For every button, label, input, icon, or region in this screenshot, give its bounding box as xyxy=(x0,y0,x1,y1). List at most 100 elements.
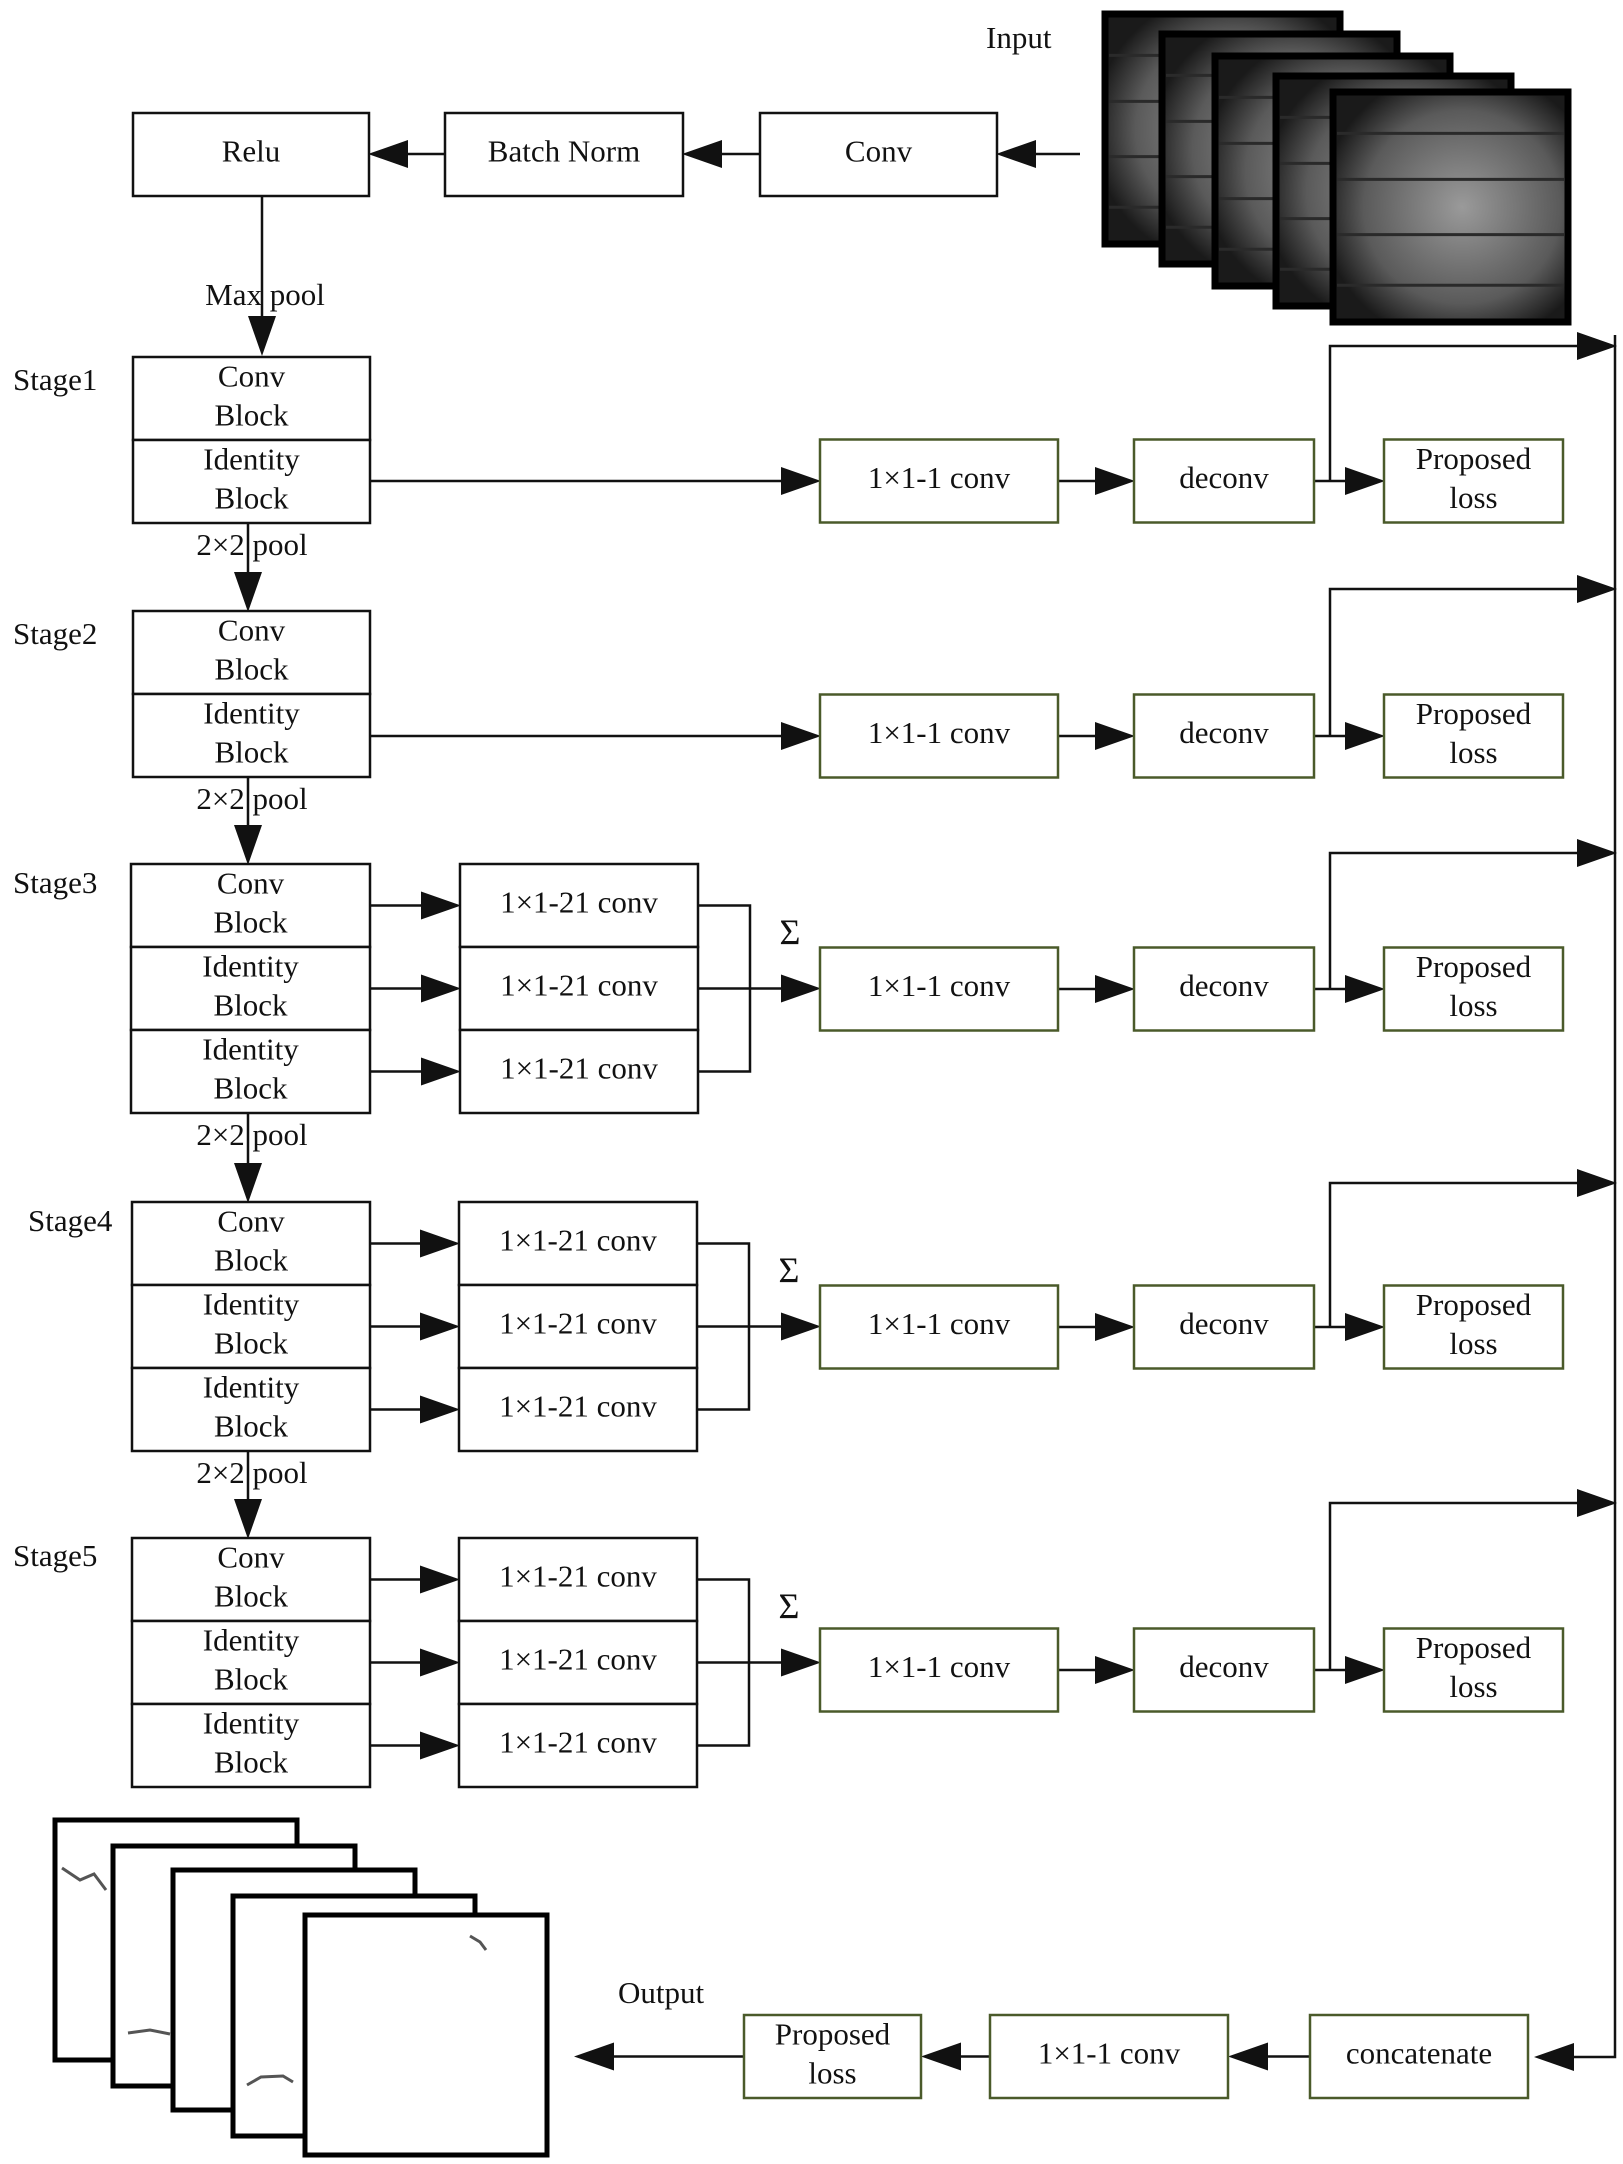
stage1-proposed-loss-label-line1: Proposed xyxy=(1416,441,1532,476)
stage1-proposed-loss xyxy=(1382,438,1565,524)
fusion-proposed-loss-box xyxy=(742,2013,923,2100)
stage4-conv21-1-label: 1×1-21 conv xyxy=(499,1223,657,1258)
max-pool-label: Max pool xyxy=(205,277,325,312)
fusion-conv1x1-box-label: 1×1-1 conv xyxy=(1038,2036,1181,2071)
batch-norm-box-label: Batch Norm xyxy=(488,134,640,169)
stage3-conv21-3-label: 1×1-21 conv xyxy=(500,1051,658,1086)
stage5-proposed-loss xyxy=(1382,1627,1565,1713)
stage1-conv-block-label-line2: Block xyxy=(214,398,289,433)
stage5-label: Stage5 xyxy=(13,1538,97,1573)
stage3-conv1x1 xyxy=(818,946,1060,1032)
concatenate-box xyxy=(1308,2013,1530,2100)
stage3-identity-block-2 xyxy=(129,1028,372,1115)
stage3-arrow-to-collector xyxy=(1328,839,1617,989)
stage5-conv1x1 xyxy=(818,1627,1060,1713)
stage4-conv21-2-label: 1×1-21 conv xyxy=(499,1306,657,1341)
stage3-deconv xyxy=(1132,946,1316,1032)
output-image-5 xyxy=(302,1912,550,2158)
stage4-identity-block-1-label-line1: Identity xyxy=(203,1287,300,1322)
stage4-conv1x1-label: 1×1-1 conv xyxy=(868,1306,1011,1341)
stage4-conv-block-label-line2: Block xyxy=(214,1243,289,1278)
stage1-identity-block-1-label-line2: Block xyxy=(214,481,289,516)
stage3-conv21-1-label: 1×1-21 conv xyxy=(500,885,658,920)
stage2-pool-label: 2×2 pool xyxy=(196,781,307,816)
stage5-identity-block-2-label-line2: Block xyxy=(214,1745,289,1780)
output-crack-4 xyxy=(469,1934,488,1951)
stage1-conv-block-label-line1: Conv xyxy=(218,359,286,394)
stage3-pool-label: 2×2 pool xyxy=(196,1117,307,1152)
connection-lines xyxy=(234,140,1617,2071)
stage5-proposed-loss-label-line1: Proposed xyxy=(1416,1630,1532,1665)
input-image-5 xyxy=(1329,88,1572,326)
stage3-proposed-loss-label-line1: Proposed xyxy=(1416,949,1532,984)
stage3-conv21-2-label: 1×1-21 conv xyxy=(500,968,658,1003)
stage4-label: Stage4 xyxy=(28,1203,113,1238)
stage2-identity-block-1-label-line2: Block xyxy=(214,735,289,770)
stage5-proposed-loss-label-line2: loss xyxy=(1449,1669,1497,1704)
stage2-deconv-label: deconv xyxy=(1179,715,1269,750)
stage1-deconv-label: deconv xyxy=(1179,460,1269,495)
stage4-conv-block-label-line1: Conv xyxy=(217,1204,285,1239)
stage5-conv21-2 xyxy=(457,1619,699,1706)
stage2-conv-block-label-line1: Conv xyxy=(218,613,286,648)
stage4-conv21-3-label: 1×1-21 conv xyxy=(499,1389,657,1424)
stage5-arrow-to-collector xyxy=(1328,1489,1617,1670)
sample-images xyxy=(52,10,1572,2158)
stage2-proposed-loss-label-line2: loss xyxy=(1449,735,1497,770)
stem-conv-box-label: Conv xyxy=(845,134,913,169)
stage1-conv-block xyxy=(131,355,372,442)
stage3-identity-block-2-label-line2: Block xyxy=(213,1071,288,1106)
stage5-conv21-3 xyxy=(457,1702,699,1789)
stage3-conv-block-label-line2: Block xyxy=(213,905,288,940)
stage4-conv21-1 xyxy=(457,1200,699,1287)
stage5-conv21-3-label: 1×1-21 conv xyxy=(499,1725,657,1760)
output-crack-1 xyxy=(61,1866,108,1891)
stage4-identity-block-2-label-line1: Identity xyxy=(203,1370,300,1405)
stage2-proposed-loss-label-line1: Proposed xyxy=(1416,696,1532,731)
stage4-identity-block-2-label-line2: Block xyxy=(214,1409,289,1444)
stage2-conv1x1 xyxy=(818,693,1060,779)
stage3-identity-block-2-label-line1: Identity xyxy=(202,1032,299,1067)
stage2-conv-block-label-line2: Block xyxy=(214,652,289,687)
stage3-sum-symbol: Σ xyxy=(780,912,801,952)
output-crack-2 xyxy=(127,2028,171,2036)
stage5-conv1x1-label: 1×1-1 conv xyxy=(868,1649,1011,1684)
stage4-identity-block-1-label-line2: Block xyxy=(214,1326,289,1361)
stage5-deconv-label: deconv xyxy=(1179,1649,1269,1684)
stage1-pool-label: 2×2 pool xyxy=(196,527,307,562)
concatenate-box-label: concatenate xyxy=(1346,2036,1492,2071)
stage4-conv1x1 xyxy=(818,1284,1060,1370)
stage4-arrow-to-collector xyxy=(1328,1169,1617,1327)
stage3-proposed-loss xyxy=(1382,946,1565,1032)
stage3-proposed-loss-label-line2: loss xyxy=(1449,988,1497,1023)
stem-conv-box xyxy=(758,111,999,198)
stage3-conv21-1 xyxy=(458,862,700,949)
stage5-identity-block-1 xyxy=(130,1619,372,1706)
stage4-pool-label: 2×2 pool xyxy=(196,1455,307,1490)
stage3-deconv-label: deconv xyxy=(1179,968,1269,1003)
stage3-conv1x1-label: 1×1-1 conv xyxy=(868,968,1011,1003)
stage4-proposed-loss-label-line1: Proposed xyxy=(1416,1287,1532,1322)
stage1-arrow-to-collector xyxy=(1328,332,1617,481)
stage5-conv-block xyxy=(130,1536,372,1623)
stage5-conv-block-label-line2: Block xyxy=(214,1579,289,1614)
stage4-sum-symbol: Σ xyxy=(779,1250,800,1290)
stage5-conv21-2-label: 1×1-21 conv xyxy=(499,1642,657,1677)
stage4-deconv-label: deconv xyxy=(1179,1306,1269,1341)
stage2-identity-block-1-label-line1: Identity xyxy=(203,696,300,731)
stage1-deconv xyxy=(1132,438,1316,524)
stage5-deconv xyxy=(1132,1627,1316,1713)
stage4-deconv xyxy=(1132,1284,1316,1370)
fusion-proposed-loss-box-label-line1: Proposed xyxy=(775,2017,891,2052)
stage1-label: Stage1 xyxy=(13,362,97,397)
stage2-deconv xyxy=(1132,693,1316,779)
stage3-identity-block-1-label-line1: Identity xyxy=(202,949,299,984)
stage2-arrow-to-collector xyxy=(1328,575,1617,736)
relu-box xyxy=(131,111,371,198)
stage3-conv-block-label-line1: Conv xyxy=(217,866,285,901)
stage5-sum-symbol: Σ xyxy=(779,1586,800,1626)
stage5-identity-block-2 xyxy=(130,1702,372,1789)
relu-box-label: Relu xyxy=(222,134,281,169)
stage2-proposed-loss xyxy=(1382,693,1565,779)
